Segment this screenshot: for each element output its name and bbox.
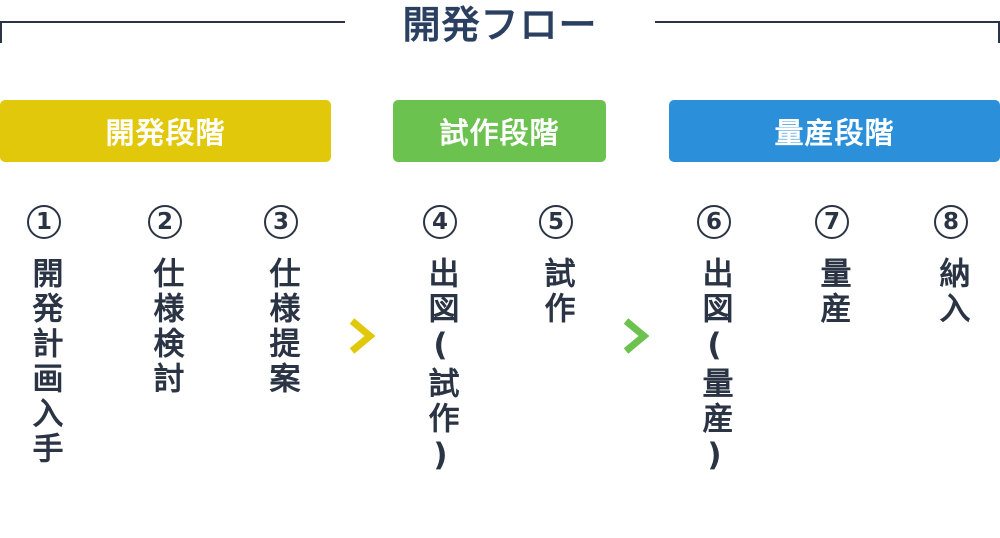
step-number: 7 [815, 205, 849, 239]
chevron-right-icon [349, 318, 376, 354]
step-label: 出図(試作) [422, 257, 459, 477]
step-2: 2 仕様検討 [143, 205, 187, 397]
step-5: 5 試作 [534, 205, 578, 327]
step-label: 出図(量産) [696, 257, 733, 477]
step-label: 仕様検討 [147, 257, 184, 397]
phase-mass-production: 量産段階 [669, 100, 1000, 162]
title-line-left [0, 21, 345, 23]
step-7: 7 量産 [810, 205, 854, 327]
chevron-right-icon [623, 318, 650, 354]
title-line-right [655, 21, 1000, 23]
phase-development: 開発段階 [0, 100, 331, 162]
arrow-proto-to-mass [623, 318, 650, 354]
step-label: 開発計画入手 [26, 257, 63, 467]
step-label: 仕様提案 [263, 257, 300, 397]
phase-prototype-label: 試作段階 [439, 116, 560, 150]
step-number: 1 [27, 205, 61, 239]
step-6: 6 出図(量産) [692, 205, 736, 477]
arrow-dev-to-proto [349, 318, 376, 354]
phase-mass-production-label: 量産段階 [774, 116, 895, 150]
step-label: 量産 [814, 257, 851, 327]
title-line-right-tick [998, 21, 1000, 43]
step-number: 5 [539, 205, 573, 239]
page-title: 開発フロー [402, 3, 598, 47]
phase-development-label: 開発段階 [105, 116, 226, 150]
step-number: 3 [264, 205, 298, 239]
step-3: 3 仕様提案 [259, 205, 303, 397]
phase-prototype: 試作段階 [393, 100, 606, 162]
step-label: 納入 [933, 257, 970, 327]
step-number: 6 [697, 205, 731, 239]
step-number: 4 [423, 205, 457, 239]
step-1: 1 開発計画入手 [22, 205, 66, 467]
step-number: 8 [934, 205, 968, 239]
step-number: 2 [148, 205, 182, 239]
title-line-left-tick [0, 21, 2, 43]
step-8: 8 納入 [929, 205, 973, 327]
step-label: 試作 [538, 257, 575, 327]
step-4: 4 出図(試作) [418, 205, 462, 477]
